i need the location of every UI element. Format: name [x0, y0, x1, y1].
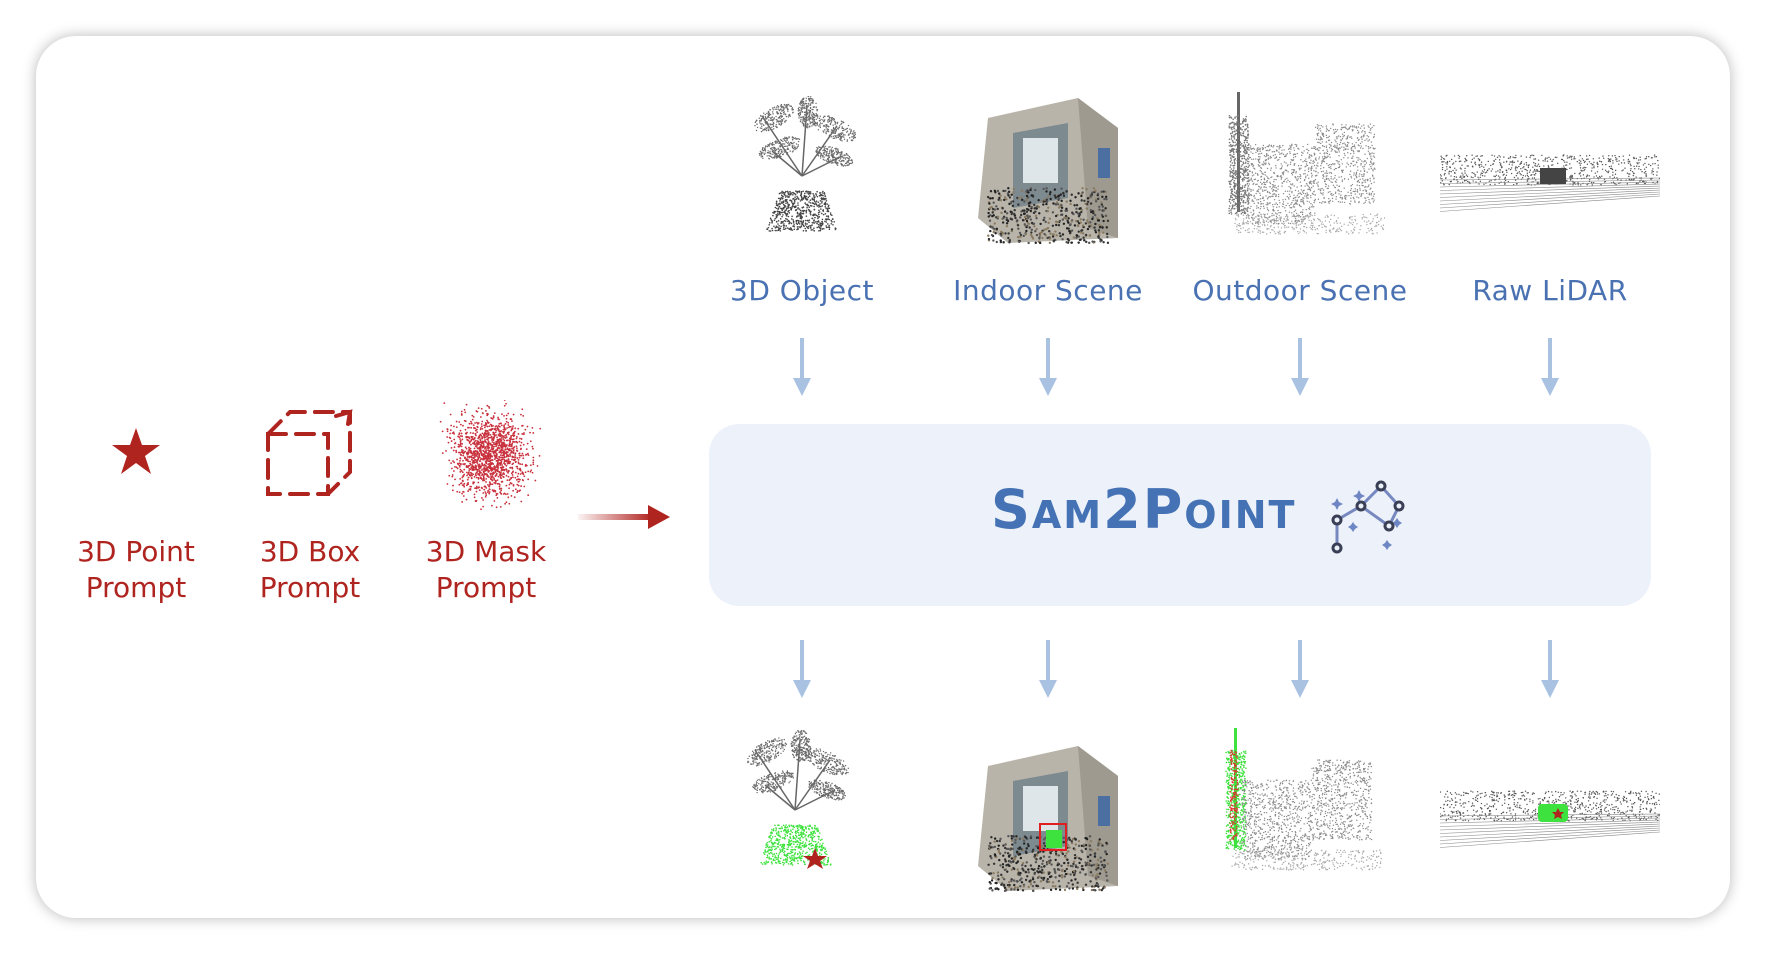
down-arrow-icon	[1291, 640, 1309, 698]
down-arrow-icon	[1291, 338, 1309, 396]
output-3d-object-segmented-image	[747, 730, 850, 869]
down-arrow-icon	[793, 338, 811, 396]
output-indoor-scene-segmented-image	[978, 746, 1118, 893]
output-raw-lidar-segmented-image	[1440, 790, 1660, 848]
input-outdoor-scene-image	[1228, 92, 1385, 235]
input-label-indoor-scene: Indoor Scene	[953, 274, 1143, 307]
input-label-outdoor-scene: Outdoor Scene	[1192, 274, 1408, 307]
down-arrow-icon	[793, 640, 811, 698]
down-arrow-icon	[1039, 640, 1057, 698]
star-icon	[112, 428, 160, 474]
model-name: Sam2Point	[991, 478, 1297, 541]
prompt-to-model-arrow	[578, 505, 670, 529]
down-arrow-icon	[1541, 338, 1559, 396]
constellation-icon	[1331, 480, 1405, 554]
down-arrow-icon	[1039, 338, 1057, 396]
dashed-cube-icon	[266, 409, 353, 496]
input-raw-lidar-image	[1440, 154, 1660, 212]
output-outdoor-scene-segmented-image	[1225, 728, 1382, 871]
input-3d-object-image	[754, 96, 857, 232]
input-indoor-scene-image	[978, 98, 1118, 245]
down-arrow-icon	[1541, 640, 1559, 698]
input-label-3d-object: 3D Object	[730, 274, 874, 307]
sam2point-model-box: Sam2Point	[709, 424, 1651, 606]
point-cloud-mask-icon	[439, 400, 542, 511]
input-label-raw-lidar: Raw LiDAR	[1472, 274, 1628, 307]
